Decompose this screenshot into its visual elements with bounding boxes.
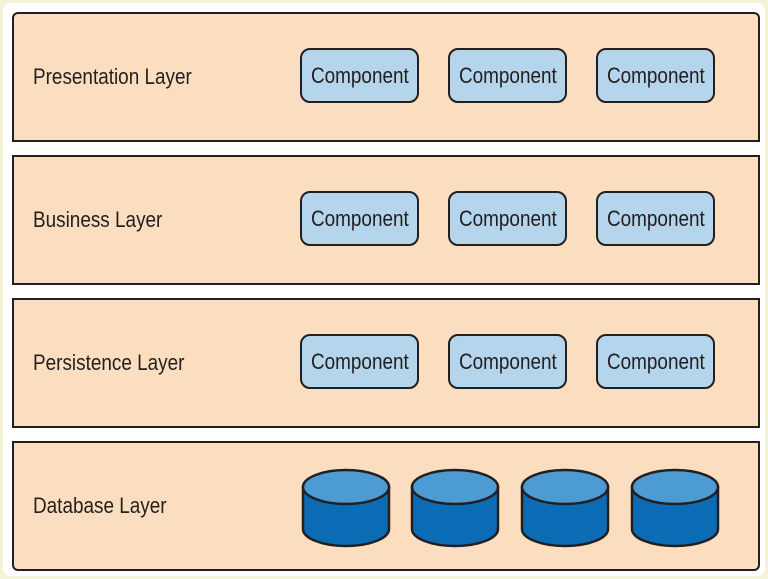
component-label: Component <box>458 348 557 374</box>
database-icon[interactable] <box>301 468 391 548</box>
presentation-layer: Presentation Layer Component Component C… <box>12 12 760 142</box>
component-label: Component <box>310 348 409 374</box>
component-box[interactable]: Component <box>448 334 567 389</box>
component-label: Component <box>606 348 705 374</box>
component-label: Component <box>606 205 705 231</box>
component-label: Component <box>458 205 557 231</box>
database-icon[interactable] <box>630 468 720 548</box>
component-box[interactable]: Component <box>300 191 419 246</box>
layer-label: Presentation Layer <box>33 64 192 89</box>
layer-label: Persistence Layer <box>33 350 185 375</box>
component-label: Component <box>606 62 705 88</box>
database-layer: Database Layer <box>12 441 760 571</box>
component-label: Component <box>458 62 557 88</box>
persistence-layer: Persistence Layer Component Component Co… <box>12 298 760 428</box>
component-box[interactable]: Component <box>596 48 715 103</box>
component-box[interactable]: Component <box>448 191 567 246</box>
component-box[interactable]: Component <box>596 191 715 246</box>
diagram-frame: Presentation Layer Component Component C… <box>3 3 765 576</box>
business-layer: Business Layer Component Component Compo… <box>12 155 760 285</box>
component-box[interactable]: Component <box>300 48 419 103</box>
component-box[interactable]: Component <box>448 48 567 103</box>
component-label: Component <box>310 205 409 231</box>
database-icon[interactable] <box>520 468 610 548</box>
layer-label: Database Layer <box>33 493 167 518</box>
layer-label: Business Layer <box>33 207 163 232</box>
component-label: Component <box>310 62 409 88</box>
component-box[interactable]: Component <box>596 334 715 389</box>
component-box[interactable]: Component <box>300 334 419 389</box>
database-icon[interactable] <box>410 468 500 548</box>
